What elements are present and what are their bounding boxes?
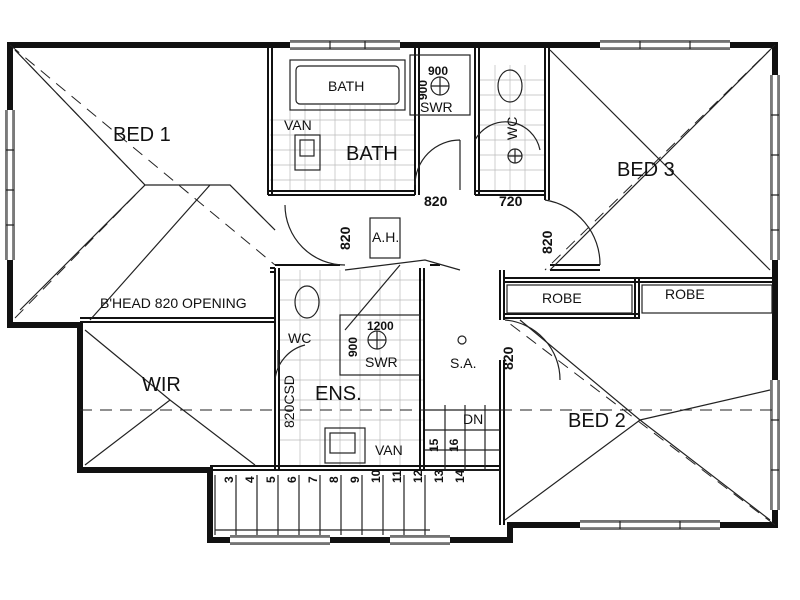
- stair-number: 7: [306, 476, 320, 483]
- stair-number: 5: [264, 476, 278, 483]
- stair-number: 13: [432, 469, 446, 483]
- door-swings: [274, 121, 601, 381]
- swr-bath-depth: 900: [416, 80, 430, 100]
- stair-number: 3: [222, 476, 236, 483]
- bhead-label: B'HEAD 820 OPENING: [100, 295, 247, 311]
- swr-bath-label: SWR: [420, 99, 453, 115]
- stair-number: 10: [369, 469, 383, 483]
- bath-tub-label: BATH: [328, 78, 364, 94]
- swr-ens-label: SWR: [365, 354, 398, 370]
- robe-right-label: ROBE: [665, 286, 705, 302]
- bed3-label: BED 3: [617, 159, 675, 181]
- swr-ens-depth: 900: [346, 337, 360, 357]
- stair-number: 11: [390, 470, 404, 483]
- robe-left-label: ROBE: [542, 290, 582, 306]
- shower-symbol: [367, 76, 523, 350]
- stair-number: 16: [447, 438, 461, 452]
- bath-room-label: BATH: [346, 143, 398, 165]
- door-bed1-dim: 820: [337, 226, 353, 250]
- ah-label: A.H.: [372, 229, 399, 245]
- swr-bath-width: 900: [428, 64, 448, 78]
- outer-wall: [7, 42, 778, 543]
- dn-label: DN: [463, 411, 483, 427]
- ens-label: ENS.: [315, 383, 362, 405]
- van-ens-label: VAN: [375, 442, 403, 458]
- tile-grid: [270, 65, 545, 465]
- stair-number: 6: [285, 476, 299, 483]
- stair-number: 15: [427, 438, 441, 452]
- door-bed2-dim: 820: [500, 346, 516, 370]
- sa-label: S.A.: [450, 355, 476, 371]
- bed1-label: BED 1: [113, 124, 171, 146]
- wc-ens-label: WC: [288, 330, 311, 346]
- wir-label: WIR: [142, 374, 181, 396]
- staircase: [214, 405, 500, 535]
- stair-number: 12: [411, 469, 425, 483]
- interior-walls: [79, 45, 775, 525]
- wc-bath-label: WC: [504, 117, 520, 140]
- stair-number: 8: [327, 476, 341, 483]
- door-bath-dim: 820: [424, 193, 448, 209]
- door-wc-dim: 720: [499, 193, 523, 209]
- bed2-label: BED 2: [568, 410, 626, 432]
- stair-number: 14: [453, 469, 467, 483]
- van-bath-label: VAN: [284, 117, 312, 133]
- door-bed3-dim: 820: [539, 230, 555, 254]
- csd-label: 820CSD: [281, 375, 297, 428]
- swr-ens-width: 1200: [367, 319, 394, 333]
- stair-number: 4: [243, 476, 257, 483]
- roof-lines: [9, 44, 776, 526]
- windows: [5, 40, 780, 545]
- stair-number: 9: [348, 476, 362, 483]
